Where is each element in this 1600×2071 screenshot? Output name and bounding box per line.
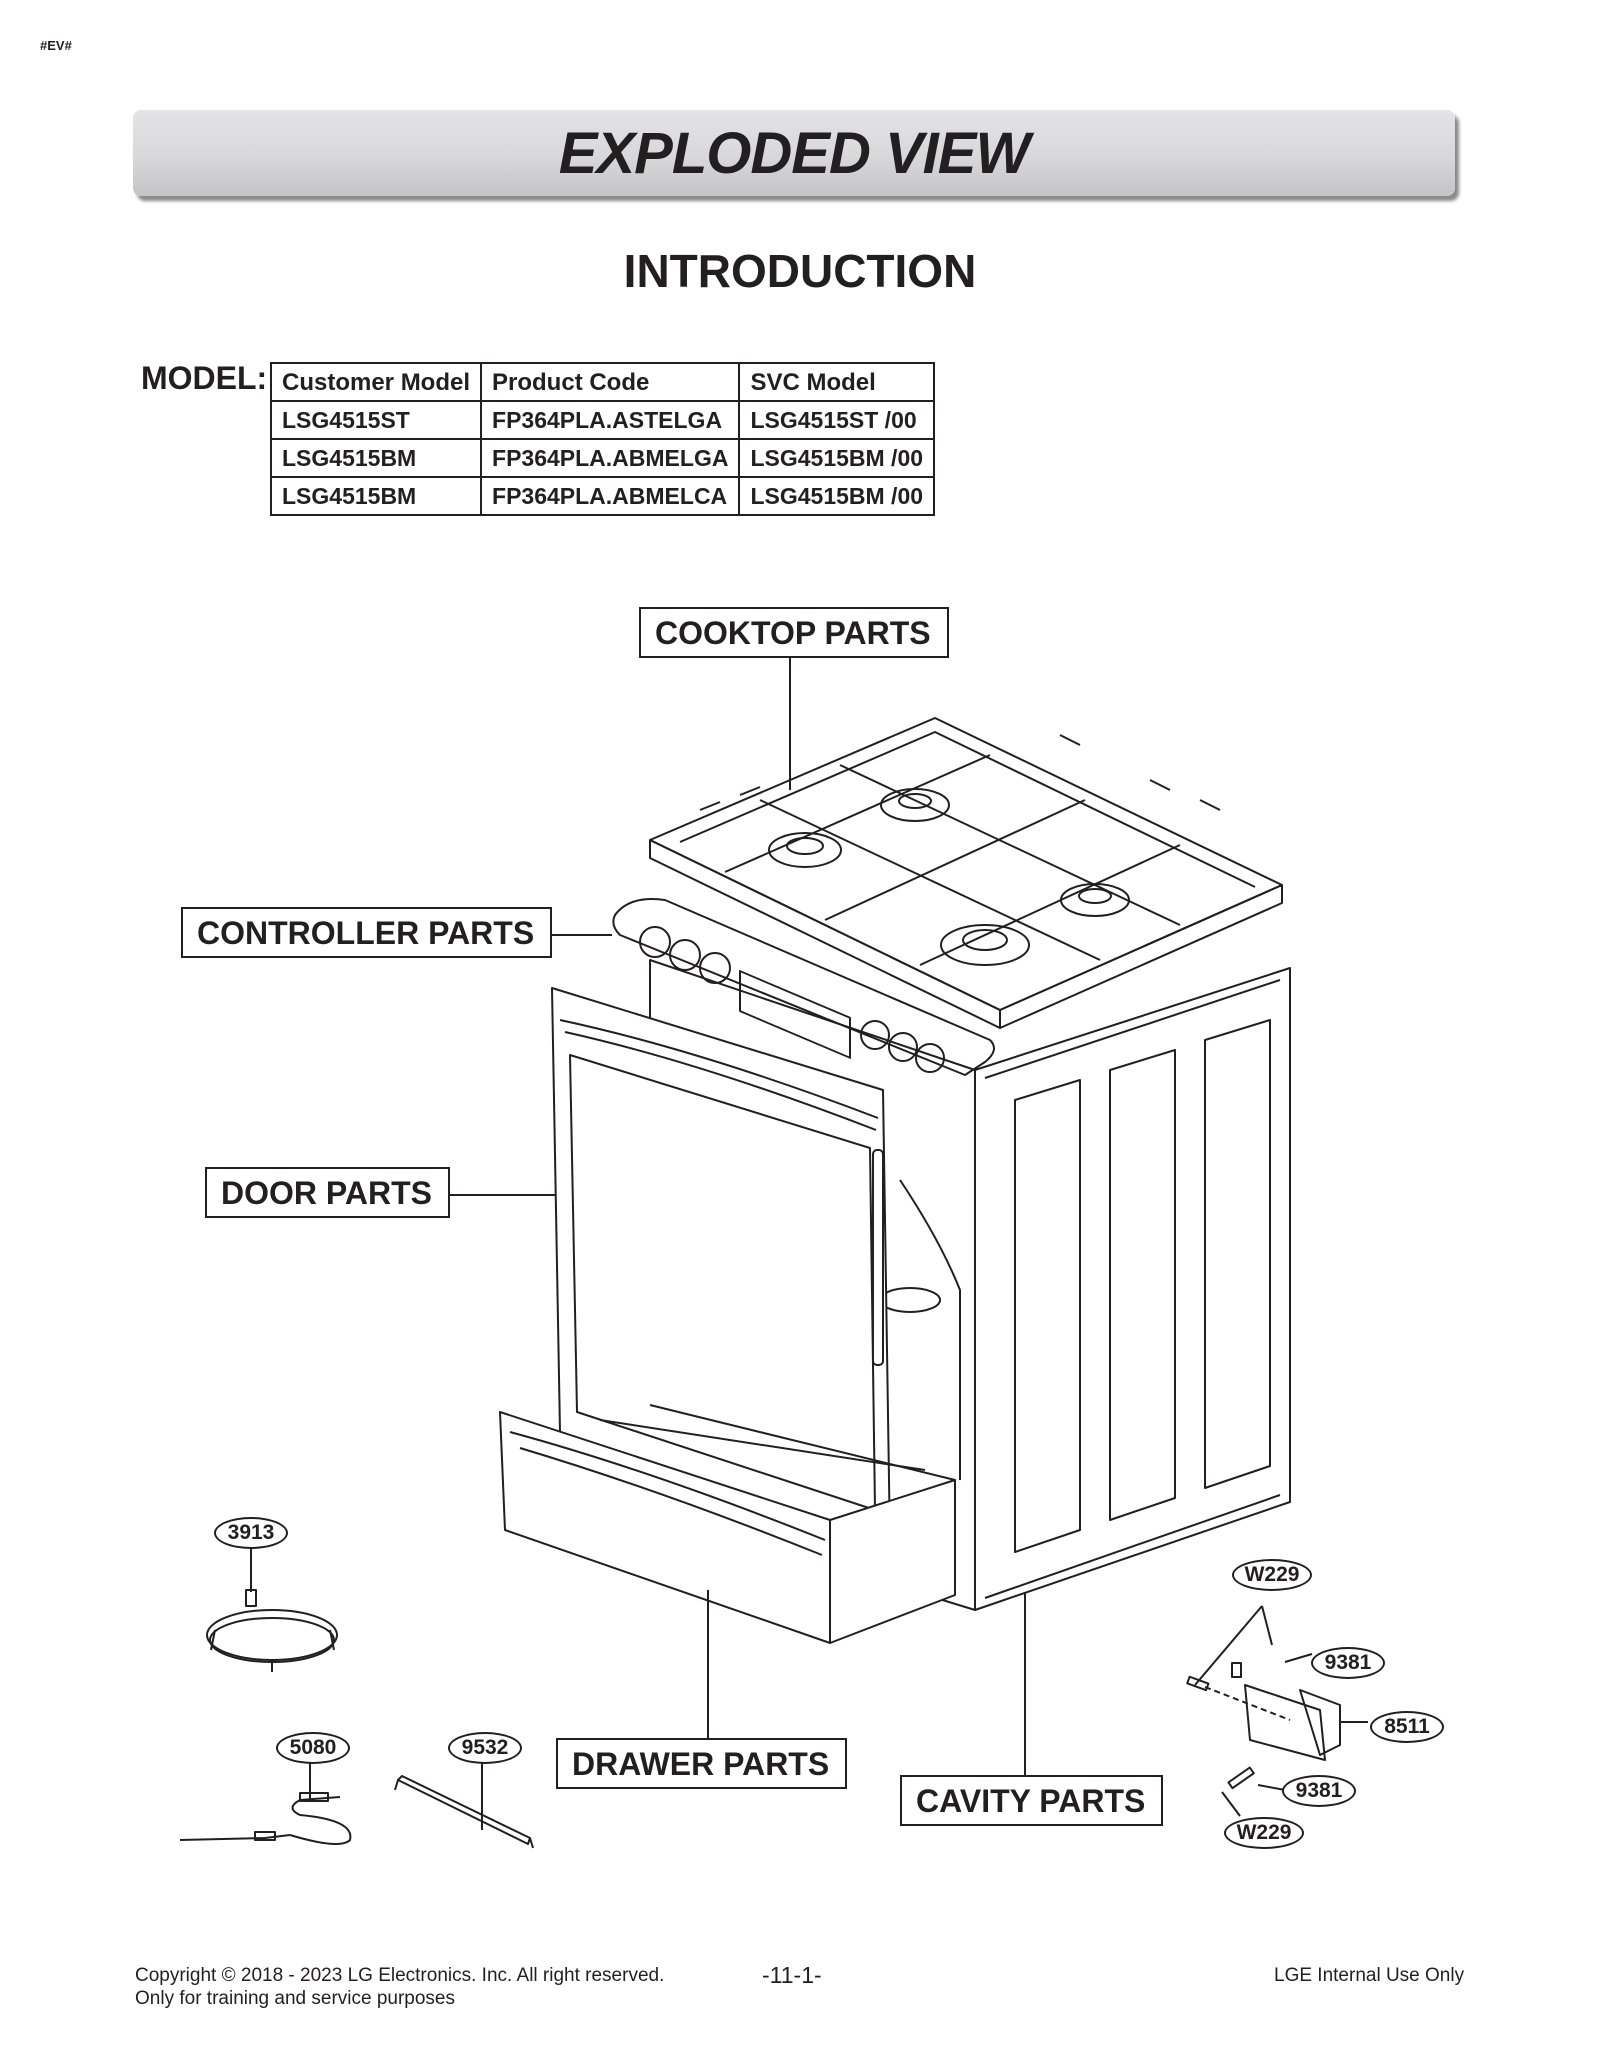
part-bubble-9381-bottom: 9381 xyxy=(1282,1775,1356,1807)
table-cell: LSG4515ST /00 xyxy=(738,400,936,440)
cavity-parts-label: CAVITY PARTS xyxy=(900,1775,1164,1826)
column-header: Product Code xyxy=(480,362,741,402)
cooktop-illustration xyxy=(649,717,1283,1029)
model-label: MODEL: xyxy=(141,360,268,396)
section-title: INTRODUCTION xyxy=(623,245,977,297)
part-3913-illustration xyxy=(206,1546,338,1672)
model-table: Customer Model Product Code SVC Model LS… xyxy=(269,362,936,516)
table-row: LSG4515ST FP364PLA.ASTELGA LSG4515ST /00 xyxy=(269,400,936,440)
part-bubble-9532: 9532 xyxy=(448,1732,522,1764)
footer-note: Only for training and service purposes xyxy=(135,1988,455,2009)
part-5080-illustration xyxy=(179,1762,352,1845)
document-tag: #EV# xyxy=(40,38,72,53)
table-cell: LSG4515BM /00 xyxy=(738,476,936,516)
controller-parts-label: CONTROLLER PARTS xyxy=(181,907,553,958)
banner-title: EXPLODED VIEW xyxy=(558,121,1030,186)
part-bubble-3913: 3913 xyxy=(214,1517,288,1549)
section-banner: EXPLODED VIEW xyxy=(133,110,1455,196)
door-parts-label: DOOR PARTS xyxy=(205,1167,450,1218)
table-cell: FP364PLA.ABMELGA xyxy=(480,438,741,478)
table-row: LSG4515BM FP364PLA.ABMELGA LSG4515BM /00 xyxy=(269,438,936,478)
part-bubble-9381-top: 9381 xyxy=(1311,1647,1385,1679)
drawer-parts-label: DRAWER PARTS xyxy=(556,1738,848,1789)
part-9532-illustration xyxy=(394,1762,534,1849)
footer-internal-use: LGE Internal Use Only xyxy=(1274,1965,1465,1986)
part-bubble-w229-top: W229 xyxy=(1232,1559,1312,1591)
table-header-row: Customer Model Product Code SVC Model xyxy=(269,362,936,402)
footer-copyright: Copyright © 2018 - 2023 LG Electronics. … xyxy=(135,1965,665,1986)
table-row: LSG4515BM FP364PLA.ABMELCA LSG4515BM /00 xyxy=(269,476,936,516)
drawer-illustration xyxy=(499,1404,956,1644)
column-header: Customer Model xyxy=(269,362,483,402)
controller-illustration xyxy=(612,898,995,1076)
table-cell: LSG4515ST xyxy=(269,400,483,440)
table-cell: FP364PLA.ABMELCA xyxy=(480,476,741,516)
table-cell: LSG4515BM /00 xyxy=(738,438,936,478)
part-bubble-8511: 8511 xyxy=(1370,1711,1444,1743)
column-header: SVC Model xyxy=(738,362,936,402)
cavity-illustration xyxy=(649,959,1291,1611)
table-cell: FP364PLA.ASTELGA xyxy=(480,400,741,440)
table-cell: LSG4515BM xyxy=(269,476,483,516)
table-cell: LSG4515BM xyxy=(269,438,483,478)
part-bubble-5080: 5080 xyxy=(276,1732,350,1764)
part-bubble-w229-bottom: W229 xyxy=(1224,1817,1304,1849)
cooktop-parts-label: COOKTOP PARTS xyxy=(639,607,949,658)
page-number: -11-1- xyxy=(762,1962,822,1988)
part-8511-illustration xyxy=(1186,1605,1368,1817)
